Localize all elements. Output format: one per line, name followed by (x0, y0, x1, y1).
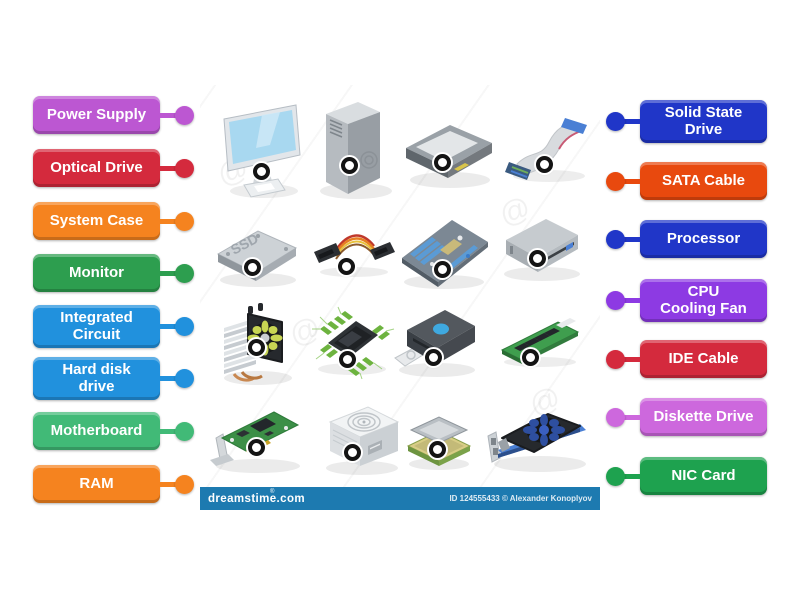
component-ide-ribbon-cable (505, 112, 593, 187)
label-text: RAM (79, 475, 114, 493)
label-text: Motherboard (50, 422, 143, 440)
target-dot-diskette-drive[interactable] (425, 349, 442, 366)
connector-dot-monitor[interactable] (175, 263, 194, 283)
connector-dot-ide-cable[interactable] (606, 349, 625, 369)
connector-stub (159, 165, 176, 171)
component-integrated-circuit (308, 303, 396, 381)
label-text: System Case (49, 212, 144, 230)
label-diskette-drive[interactable]: Diskette Drive (606, 398, 767, 436)
label-hard-disk-drive[interactable]: Hard disk drive (33, 357, 194, 400)
label-sata-cable[interactable]: SATA Cable (606, 162, 767, 200)
connector-stub (159, 428, 176, 434)
connector-stub (624, 118, 641, 124)
connector-stub (159, 112, 176, 118)
target-dot-integrated-circuit[interactable] (339, 351, 356, 368)
label-text: Processor (666, 230, 741, 248)
label-processor[interactable]: Processor (606, 220, 767, 258)
connector-stub (624, 236, 641, 242)
label-power-supply[interactable]: Power Supply (33, 96, 194, 134)
target-dot-processor[interactable] (429, 441, 446, 458)
connector-stub (624, 356, 641, 362)
label-monitor[interactable]: Monitor (33, 254, 194, 292)
connector-stub (624, 473, 641, 479)
label-text: Diskette Drive (653, 408, 754, 426)
connector-dot-diskette-drive[interactable] (606, 407, 625, 427)
label-text: Monitor (69, 264, 124, 282)
target-dot-system-case[interactable] (341, 157, 358, 174)
connector-dot-nic-card[interactable] (606, 466, 625, 486)
target-dot-optical-drive[interactable] (529, 250, 546, 267)
watermark-bar: dreamstime.com ® ID 124555433 © Alexande… (200, 487, 600, 510)
connector-stub (159, 323, 176, 329)
label-text: NIC Card (671, 467, 736, 485)
label-text: SATA Cable (661, 172, 746, 190)
label-text: Integrated Circuit (60, 309, 133, 344)
label-optical-drive[interactable]: Optical Drive (33, 149, 194, 187)
connector-stub (624, 297, 641, 303)
connector-stub (624, 414, 641, 420)
label-ram[interactable]: RAM (33, 465, 194, 503)
connector-dot-optical-drive[interactable] (175, 158, 194, 178)
connector-dot-hard-disk-drive[interactable] (175, 368, 194, 388)
connector-dot-motherboard[interactable] (175, 421, 194, 441)
component-cpu-cooler (218, 298, 296, 388)
connector-dot-processor[interactable] (606, 229, 625, 249)
connector-dot-system-case[interactable] (175, 211, 194, 231)
target-dot-ssd[interactable] (244, 259, 261, 276)
component-graphics-card (482, 396, 597, 476)
target-dot-ram[interactable] (522, 349, 539, 366)
connector-dot-integrated-circuit[interactable] (175, 316, 194, 336)
registered-mark: ® (270, 488, 275, 495)
connector-dot-ram[interactable] (175, 474, 194, 494)
label-text: Optical Drive (50, 159, 143, 177)
label-motherboard[interactable]: Motherboard (33, 412, 194, 450)
component-optical-drive (498, 212, 586, 284)
component-system-case (312, 98, 394, 200)
connector-stub (159, 375, 176, 381)
label-system-case[interactable]: System Case (33, 202, 194, 240)
connector-dot-sata-cable[interactable] (606, 171, 625, 191)
target-dot-hard-disk-drive[interactable] (434, 154, 451, 171)
component-nic-card (208, 402, 308, 477)
target-dot-monitor[interactable] (253, 163, 270, 180)
label-text: CPU Cooling Fan (660, 283, 747, 318)
component-sata-cable (312, 222, 397, 282)
connector-stub (159, 218, 176, 224)
label-solid-state-drive[interactable]: Solid State Drive (606, 100, 767, 143)
label-integrated-circuit[interactable]: Integrated Circuit (33, 305, 194, 348)
label-ide-cable[interactable]: IDE Cable (606, 340, 767, 378)
label-text: Solid State Drive (664, 104, 743, 139)
target-dot-cpu-cooler[interactable] (248, 339, 265, 356)
connector-dot-cpu-cooling-fan[interactable] (606, 290, 625, 310)
component-motherboard (398, 212, 493, 292)
dreamstime-logo: dreamstime.com ® (208, 488, 305, 505)
connector-stub (624, 178, 641, 184)
component-monitor (218, 103, 310, 199)
image-credit: ID 124555433 © Alexander Konoplyov (449, 494, 592, 503)
connector-stub (159, 481, 176, 487)
label-text: Hard disk drive (62, 361, 131, 396)
component-power-supply (318, 398, 403, 478)
label-nic-card[interactable]: NIC Card (606, 457, 767, 495)
component-ram (498, 312, 583, 372)
connector-stub (159, 270, 176, 276)
label-text: IDE Cable (668, 350, 739, 368)
connector-dot-power-supply[interactable] (175, 105, 194, 125)
target-dot-sata-cable[interactable] (338, 258, 355, 275)
target-dot-ide-cable[interactable] (536, 156, 553, 173)
label-text: Power Supply (46, 106, 147, 124)
component-diskette-drive (393, 302, 483, 382)
target-dot-power-supply[interactable] (344, 444, 361, 461)
component-hard-disk-drive (402, 118, 497, 193)
label-cpu-cooling-fan[interactable]: CPU Cooling Fan (606, 279, 767, 322)
target-dot-motherboard[interactable] (434, 261, 451, 278)
target-dot-nic-card[interactable] (248, 439, 265, 456)
component-ssd: SSD (212, 222, 302, 292)
connector-dot-solid-state-drive[interactable] (606, 111, 625, 131)
